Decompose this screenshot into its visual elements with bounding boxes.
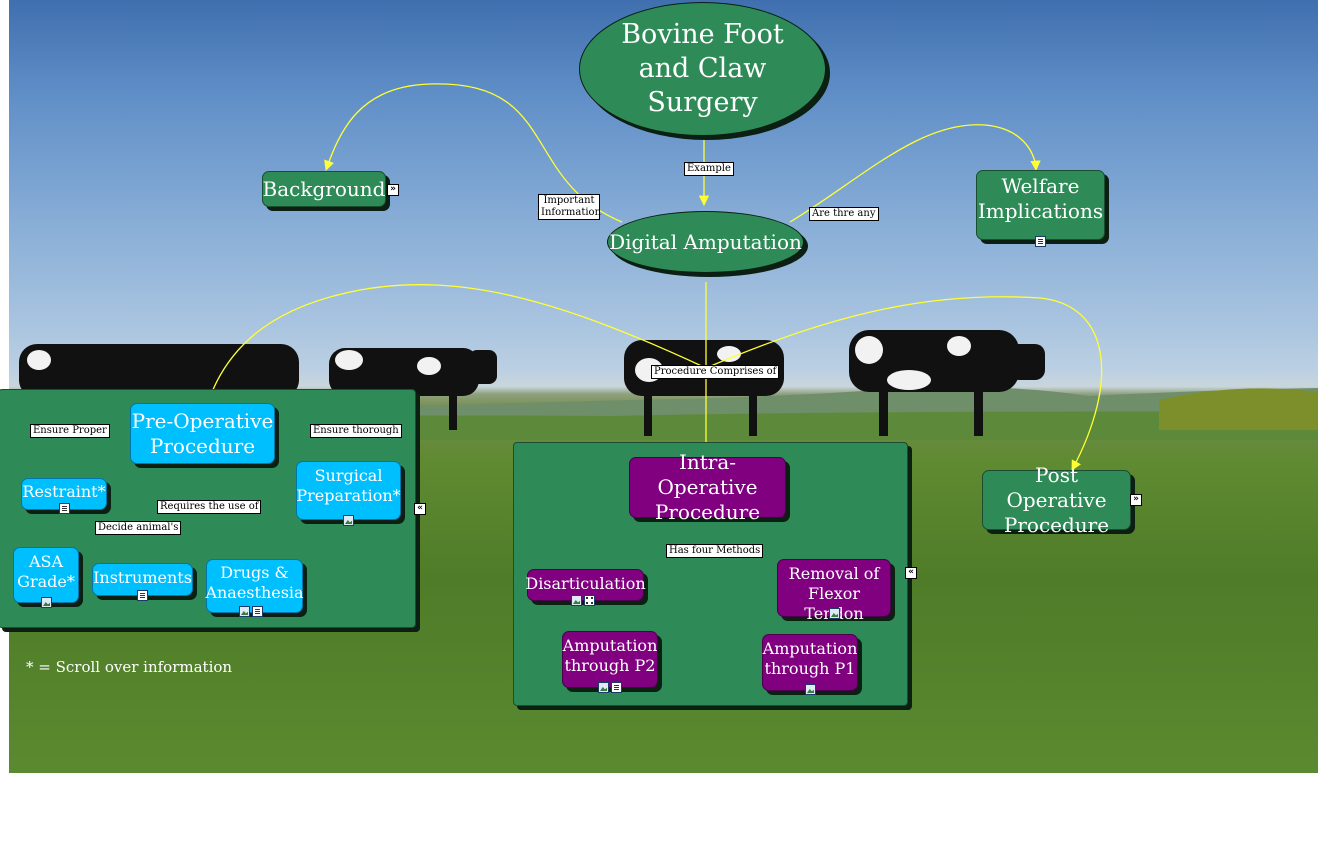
background-label: Background [262,176,386,201]
link-label-decide-animals: Decide animal's [95,521,182,535]
image-icon[interactable] [41,597,52,608]
expand-icon[interactable]: » [387,184,399,196]
welfare-label: Welfare Implications [977,174,1104,223]
image-icon[interactable] [829,608,840,619]
intra-operative-label: Intra-Operative Procedure [654,450,761,524]
asa-grade-icons [40,597,53,608]
document-icon[interactable] [137,590,148,601]
link-label-important-information: Important Information [538,194,601,220]
asa-grade-label: ASA Grade* [17,552,75,591]
pre-operative-node[interactable]: Pre-Operative Procedure [130,403,275,464]
image-icon[interactable] [598,682,609,693]
instruments-node[interactable]: Instruments [92,563,193,596]
background-node[interactable]: Background [262,171,386,207]
post-operative-label: Post Operative Procedure [1003,462,1110,537]
link-label-ensure-proper: Ensure Proper [30,424,110,438]
expand-icon[interactable]: » [1130,494,1142,506]
drugs-anaesthesia-icons [238,606,264,617]
link-label-ensure-thorough: Ensure thorough [310,424,402,438]
link-label-has-four-methods: Has four Methods [666,544,764,558]
amputation-p2-label: Amputation through P2 [562,636,658,675]
digital-amputation-label: Digital Amputation [609,229,802,254]
collapse-icon[interactable]: « [905,567,917,579]
document-icon[interactable] [59,503,70,514]
main-title: Bovine Foot and Claw Surgery [621,19,784,118]
link-label-are-there-any: Are thre any [809,207,879,221]
document-icon[interactable] [252,606,263,617]
link-label-procedure-comprises-of: Procedure Comprises of [651,365,780,379]
image-icon[interactable] [239,606,250,617]
digital-amputation-node[interactable]: Digital Amputation [607,211,804,273]
image-icon[interactable] [805,684,816,695]
removal-flexor-tendon-icons [828,608,841,619]
drugs-anaesthesia-label: Drugs & Anaesthesia [205,563,304,602]
footnote: * = Scroll over information [26,658,233,676]
restraint-icons [58,503,71,514]
pre-operative-label: Pre-Operative Procedure [131,408,274,458]
document-icon[interactable] [1035,236,1046,247]
link-label-requires-the-use-of: Requires the use of [157,500,262,514]
image-icon[interactable] [343,515,354,526]
document-icon[interactable] [611,682,622,693]
disarticulation-label: Disarticulation [525,574,646,593]
post-operative-node[interactable]: Post Operative Procedure [982,463,1131,537]
welfare-node[interactable]: Welfare Implications [976,170,1105,240]
instruments-label: Instruments [93,568,192,587]
disarticulation-icons [570,595,596,606]
surgical-preparation-icons [342,515,355,526]
image-icon[interactable] [571,595,582,606]
surgical-preparation-label: Surgical Preparation* [296,466,401,505]
welfare-icons [1034,236,1047,247]
intra-operative-node[interactable]: Intra-Operative Procedure [629,450,786,524]
collapse-icon[interactable]: « [414,503,426,515]
amputation-p2-node[interactable]: Amputation through P2 [562,631,658,688]
amputation-p1-label: Amputation through P1 [762,639,858,678]
surgical-preparation-node[interactable]: Surgical Preparation* [296,461,401,520]
amputation-p1-icons [804,684,817,695]
link-label-example: Example [684,162,734,176]
asa-grade-node[interactable]: ASA Grade* [13,547,79,603]
main-title-node[interactable]: Bovine Foot and Claw Surgery [579,2,826,136]
amputation-p1-node[interactable]: Amputation through P1 [762,634,858,691]
restraint-label: Restraint* [22,482,106,501]
instruments-icons [136,590,149,601]
amputation-p2-icons [597,682,623,693]
drugs-anaesthesia-node[interactable]: Drugs & Anaesthesia [205,559,304,613]
video-icon[interactable] [584,595,595,606]
